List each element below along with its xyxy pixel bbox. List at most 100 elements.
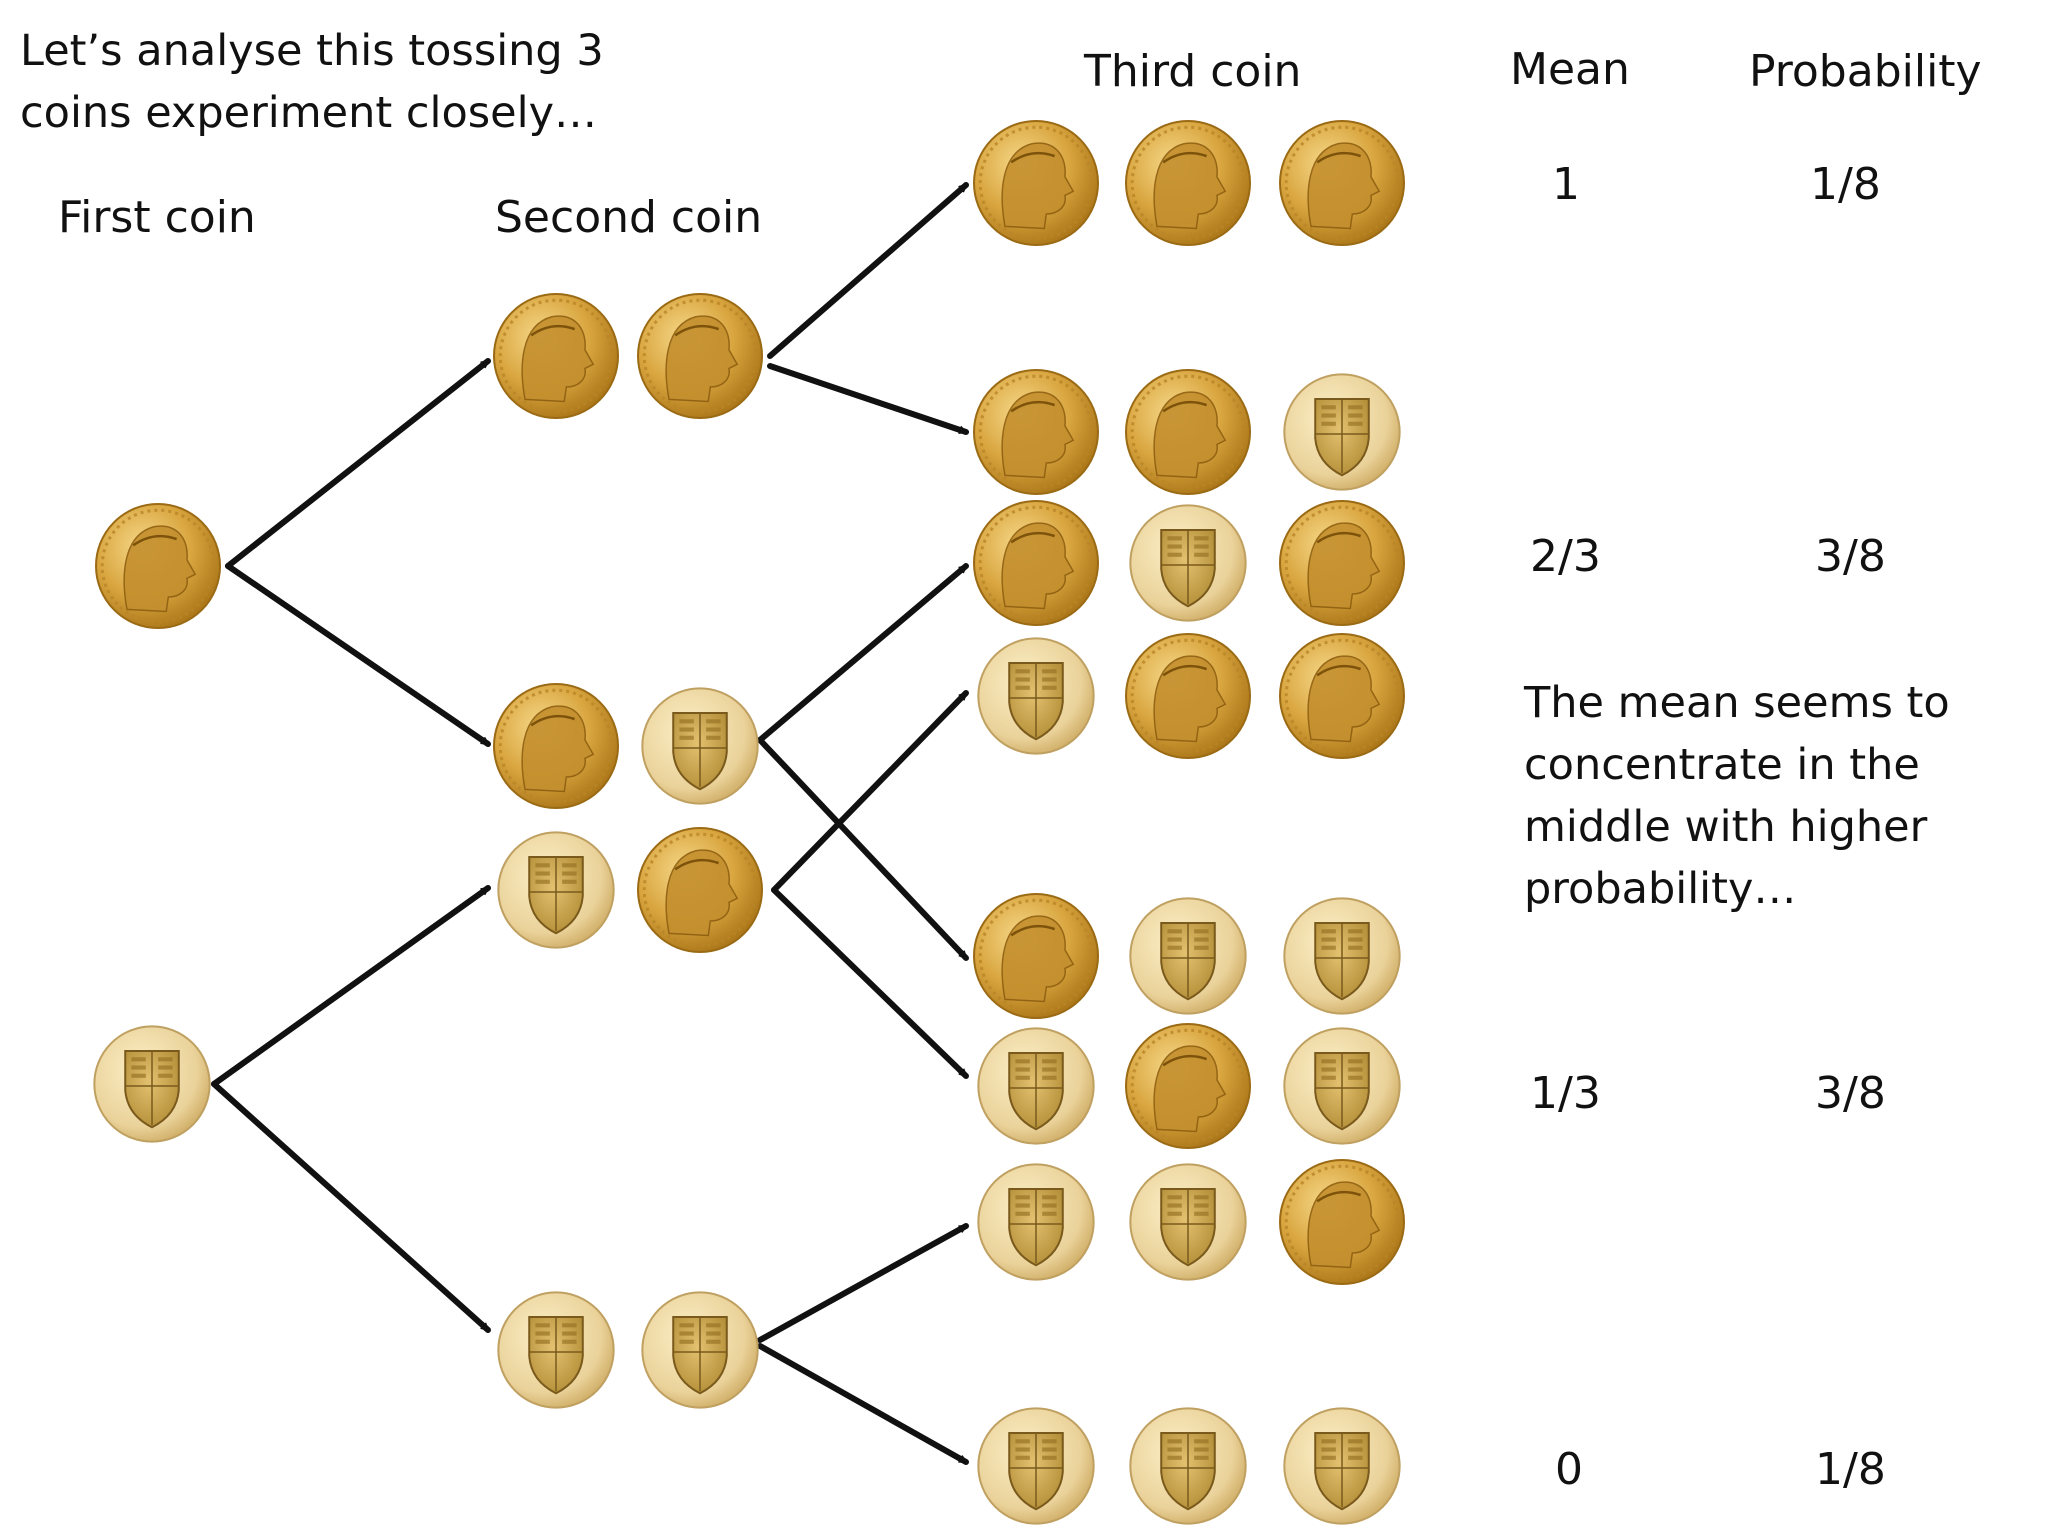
queen-head-icon xyxy=(1279,633,1405,759)
branch-arrow xyxy=(211,1081,491,1333)
coin-heads xyxy=(637,827,763,953)
branch-arrow xyxy=(757,563,969,743)
shield-tails-icon xyxy=(1129,1163,1247,1281)
coin-heads xyxy=(973,500,1099,626)
coin-heads xyxy=(973,893,1099,1019)
queen-head-icon xyxy=(1125,633,1251,759)
coin-tails xyxy=(93,1025,211,1143)
mean-value-4: 0 xyxy=(1555,1444,1583,1495)
shield-tails-icon xyxy=(93,1025,211,1143)
queen-head-icon xyxy=(1279,120,1405,246)
shield-tails-icon xyxy=(1129,1407,1247,1525)
coin-heads xyxy=(637,293,763,419)
coin-tails xyxy=(977,1027,1095,1145)
mean-value-3: 1/3 xyxy=(1530,1068,1601,1119)
coin-heads xyxy=(95,503,221,629)
shield-tails-icon xyxy=(977,1163,1095,1281)
branch-arrow xyxy=(757,737,969,961)
mean-value-2: 2/3 xyxy=(1530,531,1601,582)
coin-tails xyxy=(1129,504,1247,622)
note-line-4: probability… xyxy=(1524,864,1797,914)
third-coin-header: Third coin xyxy=(1084,46,1302,97)
probability-value-3: 3/8 xyxy=(1815,1068,1886,1119)
note-line-2: concentrate in the xyxy=(1524,740,1920,790)
probability-value-1: 1/8 xyxy=(1810,159,1881,210)
queen-head-icon xyxy=(493,683,619,809)
queen-head-icon xyxy=(973,500,1099,626)
second-coin-header: Second coin xyxy=(495,192,763,243)
observation-note: The mean seems to concentrate in the mid… xyxy=(1524,672,1950,920)
shield-tails-icon xyxy=(977,637,1095,755)
shield-tails-icon xyxy=(497,831,615,949)
coin-tails xyxy=(977,1407,1095,1525)
queen-head-icon xyxy=(1125,120,1251,246)
branch-arrow xyxy=(211,885,491,1087)
note-line-3: middle with higher xyxy=(1524,802,1928,852)
shield-tails-icon xyxy=(977,1027,1095,1145)
first-coin-header: First coin xyxy=(58,192,256,243)
coin-heads xyxy=(973,369,1099,495)
branch-arrow xyxy=(225,358,491,569)
coin-tails xyxy=(1283,1027,1401,1145)
intro-text: Let’s analyse this tossing 3 coins exper… xyxy=(20,20,604,144)
coin-tails xyxy=(1129,1407,1247,1525)
branch-arrow xyxy=(757,1343,969,1465)
branch-arrow xyxy=(767,182,969,359)
mean-value-1: 1 xyxy=(1552,159,1580,210)
branch-arrow xyxy=(771,887,969,1079)
branch-arrow xyxy=(767,363,969,435)
coins xyxy=(93,120,1405,1525)
coin-tails xyxy=(977,637,1095,755)
shield-tails-icon xyxy=(1283,1407,1401,1525)
coin-heads xyxy=(1279,633,1405,759)
shield-tails-icon xyxy=(1129,504,1247,622)
coin-tails xyxy=(497,831,615,949)
queen-head-icon xyxy=(973,369,1099,495)
coin-tails xyxy=(1129,897,1247,1015)
intro-line-1: Let’s analyse this tossing 3 xyxy=(20,26,604,76)
coin-heads xyxy=(1279,500,1405,626)
shield-tails-icon xyxy=(1283,897,1401,1015)
shield-tails-icon xyxy=(977,1407,1095,1525)
queen-head-icon xyxy=(493,293,619,419)
coin-tails xyxy=(1129,1163,1247,1281)
coin-heads xyxy=(1125,633,1251,759)
queen-head-icon xyxy=(637,293,763,419)
coin-heads xyxy=(493,293,619,419)
coin-heads xyxy=(1125,1023,1251,1149)
probability-value-2: 3/8 xyxy=(1815,531,1886,582)
coin-heads xyxy=(1279,120,1405,246)
queen-head-icon xyxy=(1279,500,1405,626)
queen-head-icon xyxy=(1125,369,1251,495)
arrows xyxy=(211,182,969,1465)
queen-head-icon xyxy=(973,893,1099,1019)
intro-line-2: coins experiment closely… xyxy=(20,88,598,138)
shield-tails-icon xyxy=(1283,373,1401,491)
coin-heads xyxy=(493,683,619,809)
branch-arrow xyxy=(757,1223,969,1343)
probability-header: Probability xyxy=(1749,46,1982,97)
note-line-1: The mean seems to xyxy=(1524,678,1950,728)
queen-head-icon xyxy=(637,827,763,953)
coin-tails xyxy=(641,1291,759,1409)
coin-heads xyxy=(1125,369,1251,495)
coin-tails xyxy=(1283,1407,1401,1525)
shield-tails-icon xyxy=(641,687,759,805)
coin-tails xyxy=(497,1291,615,1409)
branch-arrow xyxy=(225,563,491,747)
shield-tails-icon xyxy=(641,1291,759,1409)
coin-heads xyxy=(1279,1159,1405,1285)
queen-head-icon xyxy=(1125,1023,1251,1149)
queen-head-icon xyxy=(95,503,221,629)
mean-header: Mean xyxy=(1510,44,1630,95)
shield-tails-icon xyxy=(497,1291,615,1409)
queen-head-icon xyxy=(1279,1159,1405,1285)
shield-tails-icon xyxy=(1129,897,1247,1015)
coin-heads xyxy=(1125,120,1251,246)
branch-arrow xyxy=(771,690,969,893)
coin-tails xyxy=(977,1163,1095,1281)
coin-tails xyxy=(1283,373,1401,491)
probability-value-4: 1/8 xyxy=(1815,1444,1886,1495)
coin-tails xyxy=(641,687,759,805)
